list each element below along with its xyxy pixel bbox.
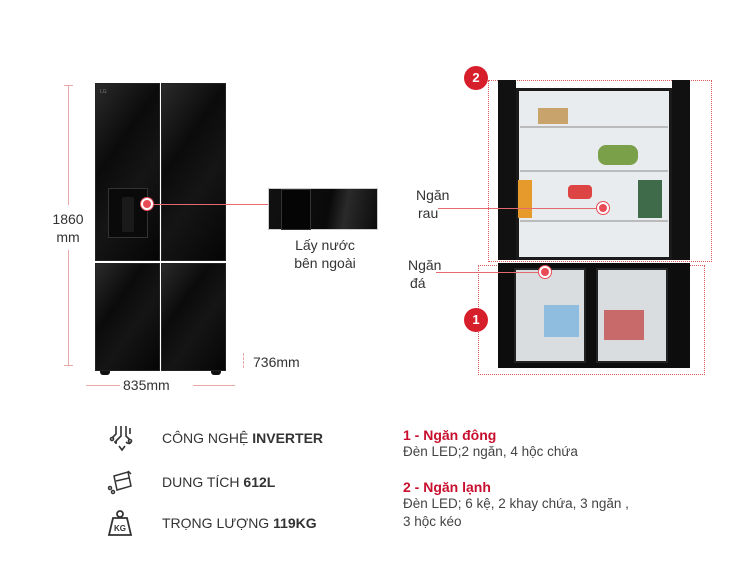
feature-weight-label: TRỌNG LƯỢNG (162, 515, 274, 531)
upper-right-door (161, 83, 226, 261)
ice-label: Ngăn đá (408, 256, 441, 292)
height-dimension-line-lower (68, 250, 69, 365)
fridge-front-image: LG (95, 83, 226, 376)
compartment-fridge-desc-line1: Đèn LED; 6 kệ, 2 khay chứa, 3 ngăn , (403, 496, 629, 511)
dispenser-callout-line (153, 204, 268, 205)
width-label: 835mm (123, 377, 170, 393)
feature-weight-value: 119KG (273, 515, 317, 531)
feature-capacity: DUNG TÍCH 612L (106, 468, 275, 496)
width-dimension-line-left (86, 385, 120, 386)
freezer-badge-1: 1 (464, 308, 488, 332)
compartment-freezer: 1 - Ngăn đông Đèn LED;2 ngăn, 4 hộc chứa (403, 427, 578, 461)
dispenser-marker-dot (141, 198, 153, 210)
height-value: 1860 (52, 211, 84, 227)
open-fridge-image (498, 80, 690, 372)
feature-capacity-label: DUNG TÍCH (162, 474, 244, 490)
height-unit: mm (56, 229, 80, 245)
height-label: 1860 mm (50, 210, 86, 246)
height-dimension-line (68, 85, 69, 205)
compartment-fridge-desc-line2: 3 hộc kéo (403, 514, 462, 529)
ice-callout-line (436, 272, 540, 273)
height-tick-top (64, 85, 73, 86)
lower-right-door (161, 263, 226, 371)
fridge-badge-2: 2 (464, 66, 488, 90)
dispenser-caption: Lấy nước bên ngoài (280, 236, 370, 272)
crisper-label-line2: rau (418, 205, 439, 221)
svg-text:KG: KG (114, 524, 126, 533)
ice-marker-dot (539, 266, 551, 278)
lower-left-door (95, 263, 160, 371)
ice-label-line1: Ngăn (408, 257, 442, 273)
feature-capacity-value: 612L (243, 474, 276, 490)
dispenser-closeup-image (268, 188, 378, 230)
capacity-icon (107, 470, 132, 495)
feature-inverter-value: INVERTER (252, 430, 324, 446)
compartment-fridge: 2 - Ngăn lạnh Đèn LED; 6 kệ, 2 khay chứa… (403, 479, 629, 531)
water-dispenser (108, 188, 148, 238)
crisper-label-line1: Ngăn (416, 187, 450, 203)
compartment-freezer-title: 1 - Ngăn đông (403, 427, 497, 443)
logo: LG (100, 89, 107, 95)
feature-weight: KG TRỌNG LƯỢNG 119KG (106, 509, 317, 537)
compartment-fridge-title: 2 - Ngăn lạnh (403, 479, 491, 495)
dispenser-caption-line2: bên ngoài (294, 255, 356, 271)
compartment-freezer-desc: Đèn LED;2 ngăn, 4 hộc chứa (403, 444, 578, 459)
crisper-label: Ngăn rau (416, 186, 449, 222)
feature-inverter-label: CÔNG NGHỆ (162, 430, 253, 446)
depth-marker (243, 353, 244, 368)
dispenser-caption-line1: Lấy nước (295, 237, 355, 253)
inverter-chip-icon (109, 426, 133, 452)
crisper-callout-line (438, 208, 598, 209)
weight-kg-icon: KG (107, 510, 133, 536)
depth-label: 736mm (253, 354, 300, 370)
fridge-compartment-outline (488, 80, 712, 262)
feature-inverter: CÔNG NGHỆ INVERTER (108, 424, 323, 452)
ice-label-line2: đá (410, 275, 426, 291)
crisper-marker-dot (597, 202, 609, 214)
width-dimension-line-right (193, 385, 235, 386)
height-tick-bottom (64, 365, 73, 366)
